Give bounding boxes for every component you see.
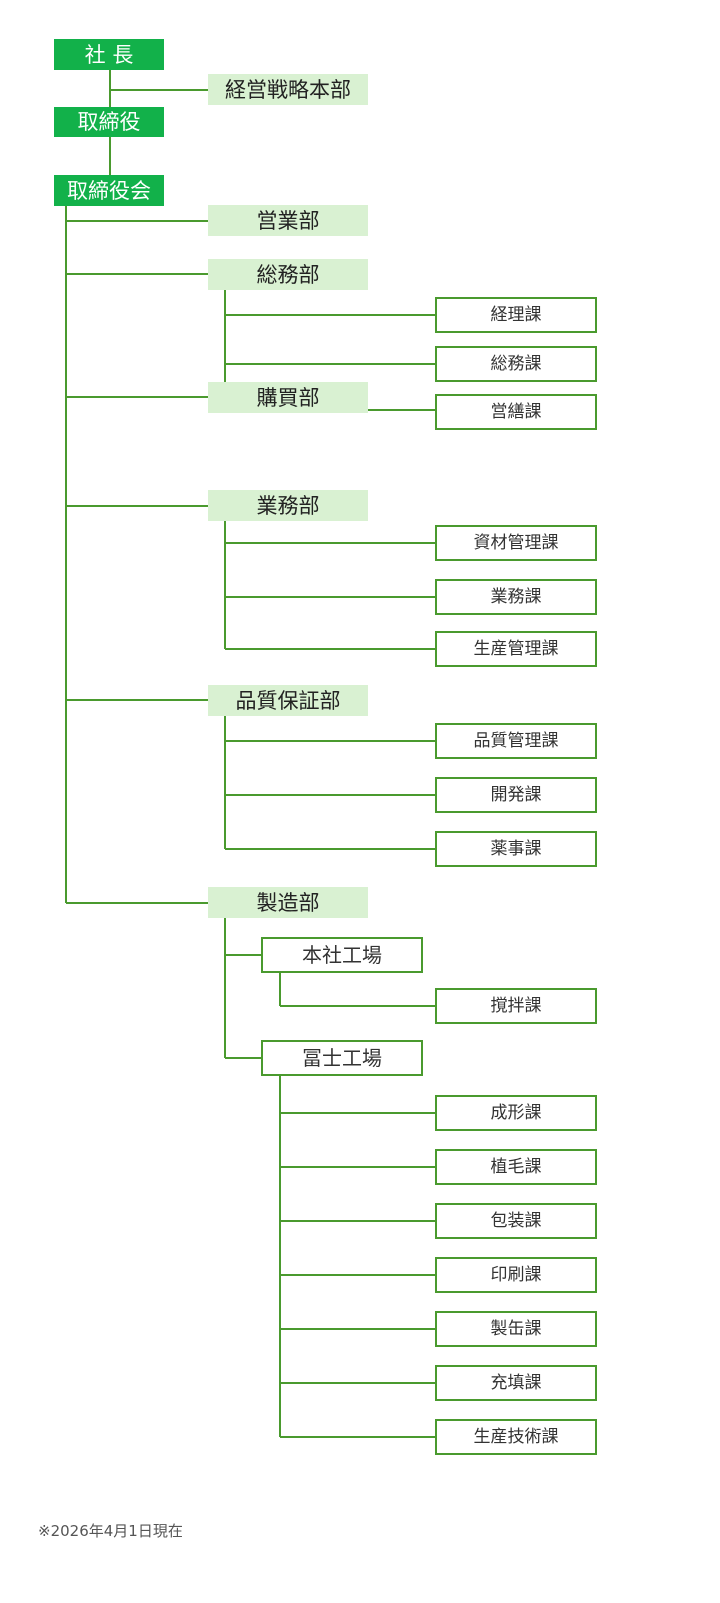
node-general-affairs-dept: 総務部 <box>208 259 368 290</box>
svg-text:生産管理課: 生産管理課 <box>474 639 559 659</box>
node-printing-section: 印刷課 <box>435 1257 597 1293</box>
node-director: 取締役 <box>54 107 164 137</box>
svg-text:経営戦略本部: 経営戦略本部 <box>225 78 351 102</box>
org-chart: 社 長 経営戦略本部 取締役 取締役会 営業部 総務部 購買部 業務部 品質保証… <box>54 39 597 1455</box>
node-accounting-section: 経理課 <box>435 297 597 333</box>
svg-text:冨士工場: 冨士工場 <box>302 1046 382 1070</box>
node-mixing-section: 撹拌課 <box>435 988 597 1024</box>
node-production-tech-section: 生産技術課 <box>435 1419 597 1455</box>
svg-text:品質管理課: 品質管理課 <box>474 731 559 751</box>
node-operations-dept: 業務部 <box>208 490 368 521</box>
node-development-section: 開発課 <box>435 777 597 813</box>
svg-text:業務課: 業務課 <box>491 587 542 607</box>
node-packaging-section: 包装課 <box>435 1203 597 1239</box>
svg-text:植毛課: 植毛課 <box>491 1157 542 1177</box>
node-production-control-section: 生産管理課 <box>435 631 597 667</box>
svg-text:取締役会: 取締役会 <box>67 179 151 203</box>
svg-text:品質保証部: 品質保証部 <box>236 689 341 713</box>
node-maintenance-section: 営繕課 <box>435 394 597 430</box>
node-president: 社 長 <box>54 39 164 70</box>
svg-text:成形課: 成形課 <box>491 1103 542 1123</box>
node-pharma-section: 薬事課 <box>435 831 597 867</box>
node-sales-dept: 営業部 <box>208 205 368 236</box>
svg-text:生産技術課: 生産技術課 <box>474 1427 559 1447</box>
node-board: 取締役会 <box>54 175 164 206</box>
svg-text:営繕課: 営繕課 <box>491 402 542 422</box>
svg-text:社 長: 社 長 <box>85 43 134 67</box>
node-manufacturing-dept: 製造部 <box>208 887 368 918</box>
as-of-date-note: ※2026年4月1日現在 <box>38 1522 183 1540</box>
connector-lines <box>65 70 436 1438</box>
node-operations-section: 業務課 <box>435 579 597 615</box>
node-bristle-section: 植毛課 <box>435 1149 597 1185</box>
node-canning-section: 製缶課 <box>435 1311 597 1347</box>
svg-text:資材管理課: 資材管理課 <box>474 533 559 553</box>
svg-text:充填課: 充填課 <box>491 1373 542 1393</box>
svg-text:取締役: 取締役 <box>78 110 141 134</box>
svg-text:経理課: 経理課 <box>491 305 542 325</box>
svg-text:製缶課: 製缶課 <box>491 1319 542 1339</box>
node-materials-section: 資材管理課 <box>435 525 597 561</box>
node-purchasing-dept: 購買部 <box>208 382 368 413</box>
svg-text:業務部: 業務部 <box>257 494 320 518</box>
svg-text:本社工場: 本社工場 <box>302 943 382 967</box>
node-general-section: 総務課 <box>435 346 597 382</box>
svg-text:包装課: 包装課 <box>491 1211 542 1231</box>
node-head-office-plant: 本社工場 <box>261 937 423 973</box>
svg-text:薬事課: 薬事課 <box>491 839 542 859</box>
node-quality-dept: 品質保証部 <box>208 685 368 716</box>
svg-text:撹拌課: 撹拌課 <box>491 996 542 1016</box>
svg-text:購買部: 購買部 <box>257 386 320 410</box>
node-strategy-hq: 経営戦略本部 <box>208 74 368 105</box>
node-molding-section: 成形課 <box>435 1095 597 1131</box>
svg-text:製造部: 製造部 <box>257 891 320 915</box>
svg-text:印刷課: 印刷課 <box>491 1265 542 1285</box>
node-fuji-plant: 冨士工場 <box>261 1040 423 1076</box>
svg-text:総務課: 総務課 <box>491 354 542 374</box>
node-filling-section: 充填課 <box>435 1365 597 1401</box>
svg-text:開発課: 開発課 <box>491 785 542 805</box>
node-quality-control-section: 品質管理課 <box>435 723 597 759</box>
svg-text:営業部: 営業部 <box>257 209 320 233</box>
svg-text:総務部: 総務部 <box>257 263 320 287</box>
